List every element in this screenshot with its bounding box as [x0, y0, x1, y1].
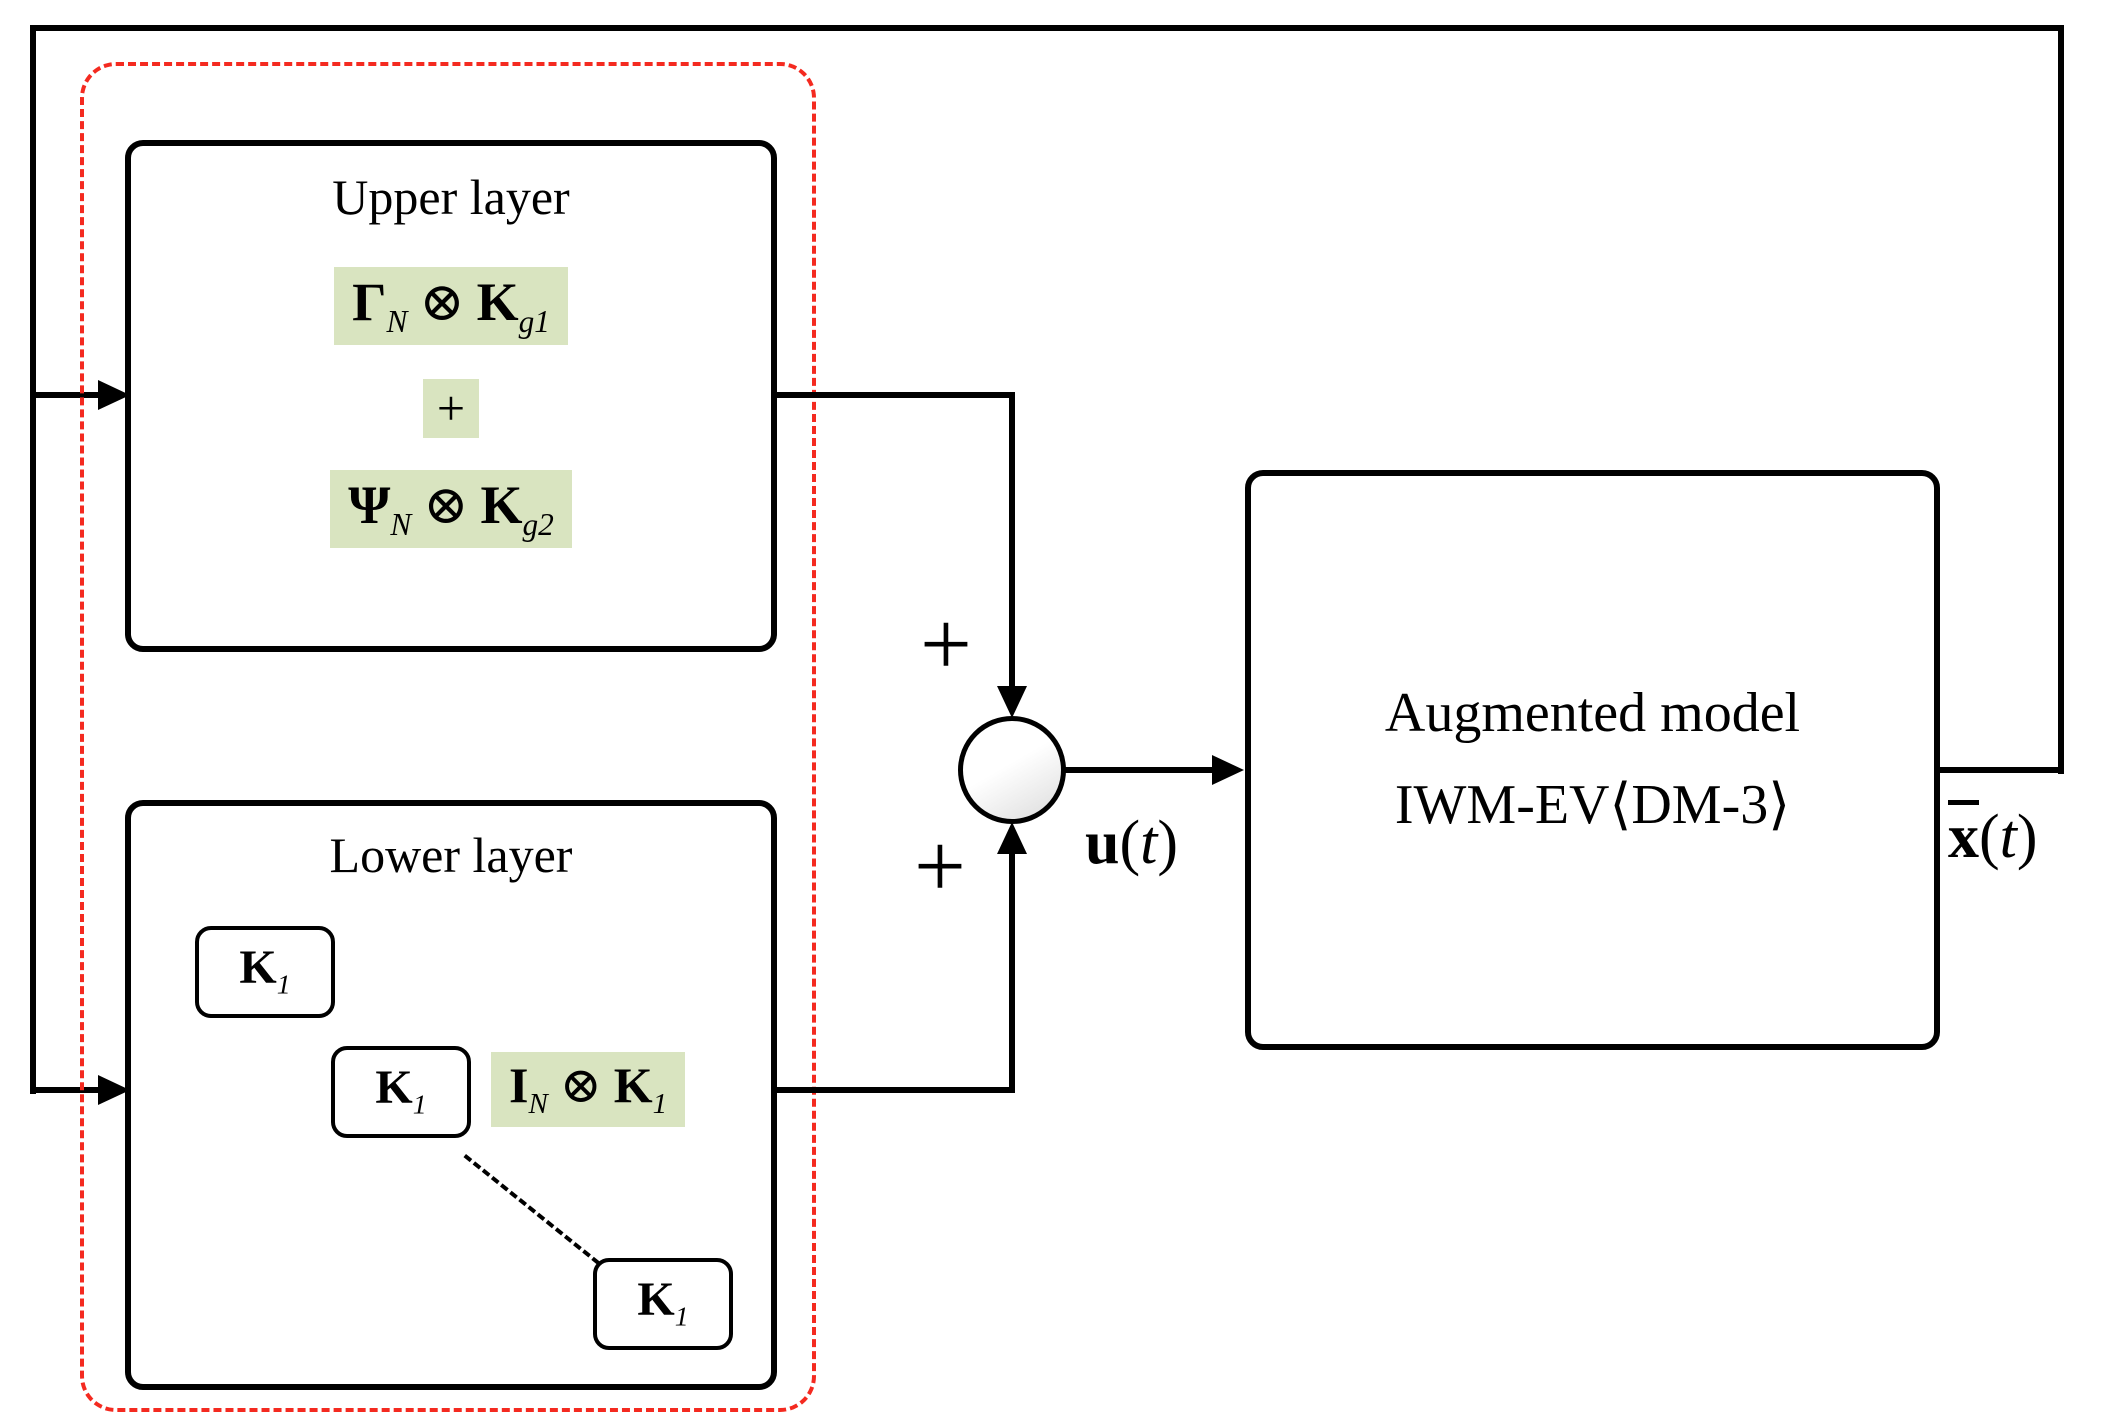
upper-layer-title: Upper layer: [332, 169, 570, 225]
k-subscript: 1: [412, 1089, 427, 1121]
control-signal-arrowhead: [1212, 755, 1244, 785]
gamma-subscript: N: [386, 303, 408, 339]
time-variable: t: [1140, 809, 1158, 877]
augmented-model-block: Augmented model IWM-EV⟨DM-3⟩: [1245, 470, 1940, 1050]
k-symbol: K: [613, 1057, 653, 1113]
identity-symbol: I: [509, 1057, 529, 1113]
feedback-top-line: [30, 25, 2064, 31]
lower-layer-block: Lower layer K1 K1 IN⊗K1 K1: [125, 800, 777, 1390]
kron-operator-icon: ⊗: [419, 272, 465, 332]
gain-subscript: g1: [518, 303, 550, 339]
k-subscript: 1: [674, 1301, 689, 1333]
k1-ellipsis-dashed-line: [463, 1154, 601, 1265]
upper-input-arrowhead: [98, 380, 130, 410]
gain-symbol: K: [476, 272, 519, 332]
controller-group-dashed-border: [80, 62, 816, 1412]
kron-operator-icon: ⊗: [423, 475, 469, 536]
control-signal-label: u(t): [1085, 809, 1179, 877]
lower-input-arrowhead: [98, 1075, 130, 1105]
summing-plus-lower: +: [914, 815, 966, 917]
k-subscript: 1: [276, 969, 291, 1001]
time-variable: t: [1999, 803, 2017, 871]
feedback-right-line: [2058, 25, 2064, 774]
gain-subscript: g2: [522, 507, 554, 543]
lower-output-line-h: [771, 1087, 1015, 1093]
lower-input-line: [34, 1087, 104, 1093]
k-subscript: 1: [652, 1088, 668, 1120]
upper-layer-formula-1: ΓN ⊗Kg1: [334, 267, 568, 346]
lower-output-line-v: [1009, 850, 1015, 1093]
upper-layer-block: Upper layer ΓN⊗Kg1 + ΨN⊗Kg2: [125, 140, 777, 652]
summing-junction: [958, 716, 1066, 824]
gain-symbol: K: [480, 475, 523, 536]
upper-layer-plus: +: [422, 379, 480, 439]
state-output-line: [1934, 767, 2064, 773]
gamma-symbol: Γ: [352, 272, 387, 332]
state-signal-label: x(t): [1948, 800, 2038, 868]
x-bar-symbol: x: [1948, 800, 1979, 868]
lower-layer-title: Lower layer: [329, 827, 573, 883]
k1-gain-box: K1: [195, 926, 335, 1018]
k1-gain-box: K1: [331, 1046, 471, 1138]
summing-plus-upper: +: [920, 593, 972, 695]
control-signal-line: [1064, 767, 1216, 773]
upper-layer-formula-2: ΨN ⊗Kg2: [330, 470, 572, 549]
u-symbol: u: [1085, 809, 1120, 877]
k-symbol: K: [637, 1273, 675, 1327]
k-symbol: K: [239, 941, 277, 995]
augmented-model-name: IWM-EV⟨DM-3⟩: [1394, 774, 1791, 836]
upper-output-arrowhead: [997, 686, 1027, 718]
kron-operator-icon: ⊗: [559, 1057, 602, 1113]
upper-output-line-h: [771, 392, 1015, 398]
upper-output-line-v: [1009, 392, 1015, 690]
psi-subscript: N: [390, 507, 412, 543]
lower-output-arrowhead: [997, 822, 1027, 854]
upper-input-line: [34, 392, 104, 398]
psi-symbol: Ψ: [348, 475, 391, 536]
k1-gain-box: K1: [593, 1258, 733, 1350]
feedback-left-line: [30, 25, 36, 1094]
identity-subscript: N: [528, 1088, 548, 1120]
lower-layer-formula: IN ⊗K1: [491, 1052, 686, 1127]
k-symbol: K: [375, 1061, 413, 1115]
augmented-model-title: Augmented model: [1384, 682, 1801, 745]
